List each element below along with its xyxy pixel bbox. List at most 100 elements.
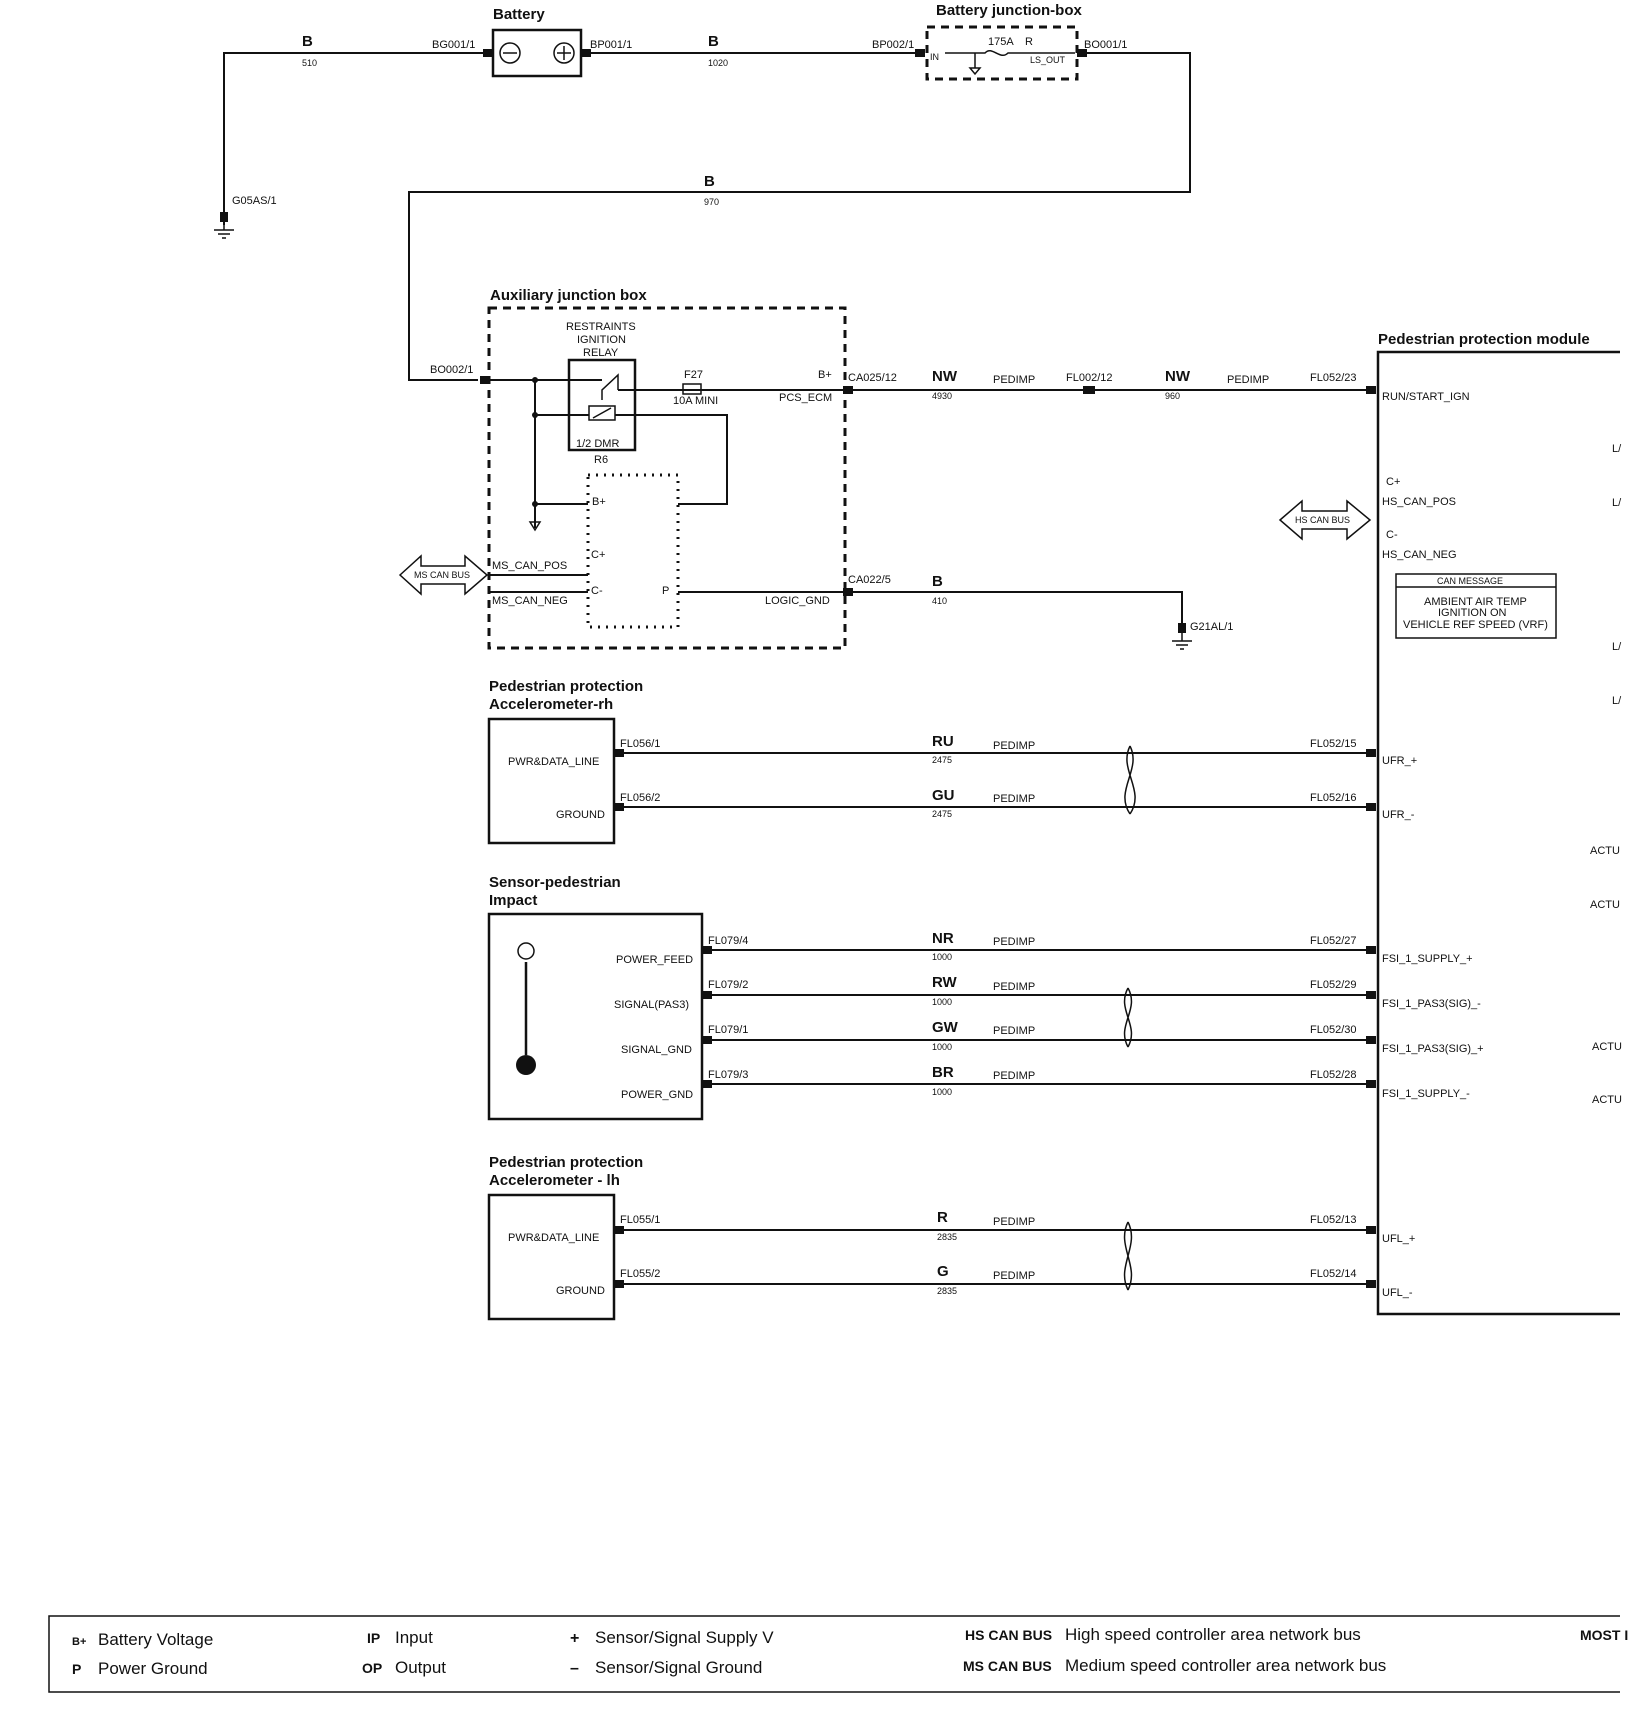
pin-label: FSI_1_SUPPLY_+ xyxy=(1382,953,1473,965)
wire-size: 2475 xyxy=(932,755,952,765)
connector-label: CA022/5 xyxy=(848,574,891,586)
pin-label: FSI_1_PAS3(SIG)_+ xyxy=(1382,1043,1484,1055)
wire-size: 1000 xyxy=(932,997,952,1007)
ground-arrow-icon xyxy=(968,67,982,76)
accel-lh-box xyxy=(487,1193,616,1321)
wire-color: GW xyxy=(932,1019,959,1036)
pin-label: PWR&DATA_LINE xyxy=(508,1232,599,1244)
connector-label: FL079/4 xyxy=(708,935,748,947)
legend-item: + Sensor/Signal Supply V xyxy=(570,1628,774,1647)
wire-color: RW xyxy=(932,974,958,991)
wire-size: 2835 xyxy=(937,1232,957,1242)
wire-color: G xyxy=(937,1263,949,1280)
relay-id: R6 xyxy=(594,454,608,466)
svg-text:High speed controller area net: High speed controller area network bus xyxy=(1065,1625,1361,1644)
legend-item: IP Input xyxy=(367,1628,433,1647)
pin-label: MS_CAN_NEG xyxy=(492,595,568,607)
ground-symbol-icon xyxy=(214,222,234,239)
pin-label: FSI_1_SUPPLY_- xyxy=(1382,1088,1470,1100)
accel-rh-title: Pedestrian protection xyxy=(489,678,643,695)
fuse-f27-icon xyxy=(682,383,702,395)
legend-item: B+ Battery Voltage xyxy=(72,1630,213,1649)
svg-text:P: P xyxy=(72,1661,81,1677)
connector-label: FL052/13 xyxy=(1310,1214,1356,1226)
cut-off-label: ACTU xyxy=(1590,845,1620,857)
relay-label: RELAY xyxy=(583,347,619,359)
connector-label: FL052/14 xyxy=(1310,1268,1356,1280)
svg-text:Power Ground: Power Ground xyxy=(98,1659,208,1678)
can-message-title: CAN MESSAGE xyxy=(1437,576,1503,586)
wire-color: R xyxy=(937,1209,948,1226)
wire-color: NW xyxy=(1165,368,1191,385)
cut-off-label: L/ xyxy=(1612,443,1622,455)
wire-color: B xyxy=(704,173,715,190)
wire-size: 970 xyxy=(704,197,719,207)
connector-label: CA025/12 xyxy=(848,372,897,384)
sensor-title: Impact xyxy=(489,892,537,909)
wire-color: BR xyxy=(932,1064,954,1081)
pin-label: POWER_GND xyxy=(621,1089,693,1101)
pin-label: HS_CAN_NEG xyxy=(1382,549,1457,561)
accel-rh-title: Accelerometer-rh xyxy=(489,696,613,713)
connector-label: BO001/1 xyxy=(1084,39,1127,51)
wire-410 xyxy=(853,591,1183,625)
pin-label: GROUND xyxy=(556,1285,605,1297)
accel-lh-title: Accelerometer - lh xyxy=(489,1172,620,1189)
accel-lh-title: Pedestrian protection xyxy=(489,1154,643,1171)
cut-off-label: ACTU xyxy=(1592,1041,1622,1053)
internal-module-box xyxy=(586,473,680,629)
pin-label: IN xyxy=(930,52,939,62)
cut-off-label: L/ xyxy=(1612,497,1622,509)
can-message: AMBIENT AIR TEMP xyxy=(1424,596,1527,608)
sensor-box xyxy=(487,912,704,1121)
pin-label: UFL_+ xyxy=(1382,1233,1415,1245)
svg-text:+: + xyxy=(570,1630,579,1647)
connector-label: G21AL/1 xyxy=(1190,621,1233,633)
svg-text:Sensor/Signal Ground: Sensor/Signal Ground xyxy=(595,1658,762,1677)
svg-text:MOST I: MOST I xyxy=(1580,1627,1628,1643)
pin-label: RUN/START_IGN xyxy=(1382,391,1470,403)
wire-size: 1000 xyxy=(932,1087,952,1097)
svg-text:B+: B+ xyxy=(72,1636,86,1648)
wire-size: 2475 xyxy=(932,809,952,819)
ms-can-bus-arrow-icon xyxy=(398,554,489,596)
circuit-label: PEDIMP xyxy=(993,981,1035,993)
pin-label: FSI_1_PAS3(SIG)_- xyxy=(1382,998,1481,1010)
relay-label: IGNITION xyxy=(577,334,626,346)
connector-label: FL052/15 xyxy=(1310,738,1356,750)
connector-label: FL002/12 xyxy=(1066,372,1112,384)
circuit-label: PEDIMP xyxy=(1227,374,1269,386)
connector-label: BO002/1 xyxy=(430,364,473,376)
relay-label: RESTRAINTS xyxy=(566,321,636,333)
connector-label: FL055/2 xyxy=(620,1268,660,1280)
battery-negative-icon xyxy=(499,42,521,64)
ground-symbol-icon xyxy=(1172,633,1192,650)
pin-label: C+ xyxy=(1386,476,1400,488)
wire-size: 4930 xyxy=(932,391,952,401)
wire-size: 410 xyxy=(932,596,947,606)
pin-label: C+ xyxy=(591,549,605,561)
wire-color: GU xyxy=(932,787,955,804)
circuit-label: PEDIMP xyxy=(993,740,1035,752)
wire-size: 2835 xyxy=(937,1286,957,1296)
pin-label: UFR_+ xyxy=(1382,755,1417,767)
wire-color: B xyxy=(302,33,313,50)
cut-off-label: L/ xyxy=(1612,641,1622,653)
legend-item: MS CAN BUS Medium speed controller area … xyxy=(963,1656,1386,1675)
battery-positive-icon xyxy=(553,42,575,64)
svg-text:Input: Input xyxy=(395,1628,433,1647)
sensor-title: Sensor-pedestrian xyxy=(489,874,621,891)
pin-label: B+ xyxy=(592,496,606,508)
can-message-box xyxy=(1395,573,1557,639)
svg-text:HS CAN BUS: HS CAN BUS xyxy=(965,1627,1052,1643)
connector-label: G05AS/1 xyxy=(232,195,277,207)
wire-color: B xyxy=(708,33,719,50)
cut-off-label: L/ xyxy=(1612,695,1622,707)
circuit-label: PEDIMP xyxy=(993,1270,1035,1282)
aux-jbox-title: Auxiliary junction box xyxy=(490,287,647,304)
pin-label: MS_CAN_POS xyxy=(492,560,567,572)
pin-label: SIGNAL(PAS3) xyxy=(614,999,689,1011)
connector-label: FL056/1 xyxy=(620,738,660,750)
connector-label: FL052/16 xyxy=(1310,792,1356,804)
